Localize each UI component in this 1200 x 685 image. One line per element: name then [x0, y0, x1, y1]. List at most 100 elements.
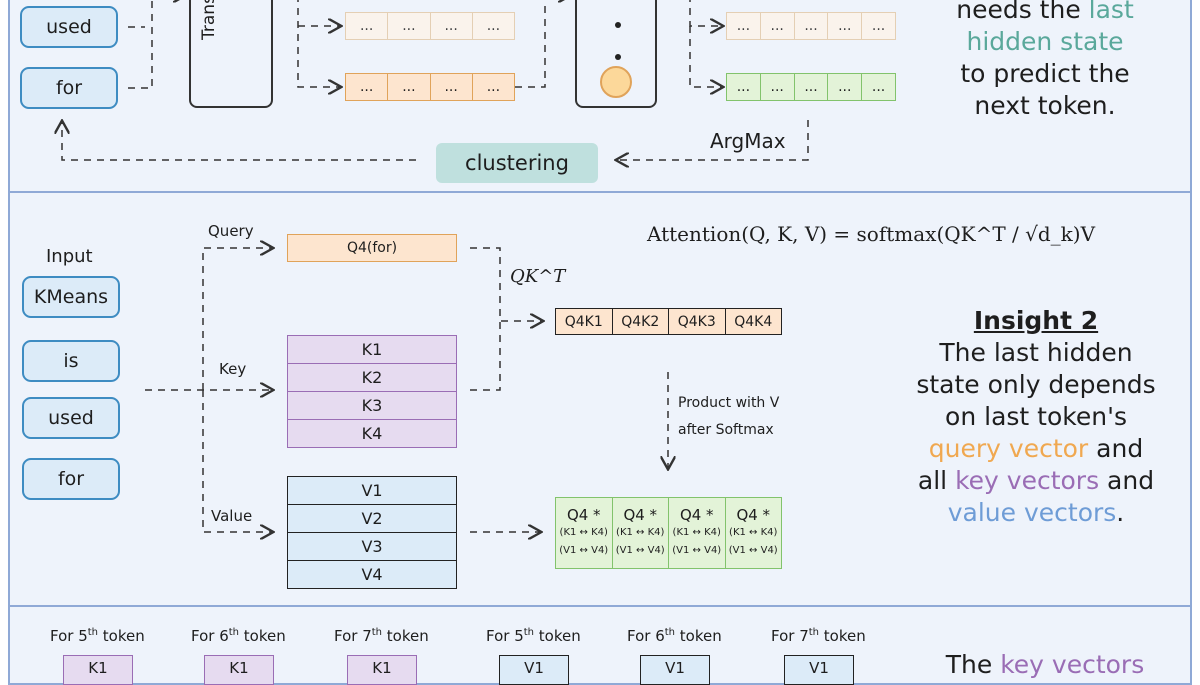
arrow-to-query [202, 248, 272, 390]
input-label: Input [46, 246, 93, 267]
arrow-argmax-to-clustering [617, 120, 809, 160]
cell: ... [486, 79, 501, 95]
result-cell-mid: (K1 ↔ K4) [672, 527, 721, 538]
token-header: For 5th token [50, 627, 145, 645]
key-cell: K4 [361, 424, 383, 443]
value-cell: V4 [361, 565, 383, 584]
header-pre: For 7 [334, 627, 372, 645]
cell: ... [431, 74, 473, 100]
qk-cell: Q4K1 [556, 309, 613, 334]
insight-line: state only depends [905, 369, 1167, 401]
cell: ... [431, 13, 473, 39]
token-label: for [57, 468, 85, 490]
token-for: for [22, 458, 120, 500]
result-cell: Q4 *(K1 ↔ K4)(V1 ↔ V4) [613, 498, 669, 568]
arrow-hidden-to-head [515, 0, 570, 88]
arrow-key-to-qk [470, 321, 501, 391]
insight-fragment: key vectors [955, 466, 1100, 495]
arrow-head-to-last [689, 26, 722, 87]
header-pre: For 6 [191, 627, 229, 645]
insight-line: needs the last [905, 0, 1185, 26]
key-stack: K1 K2 K3 K4 [287, 335, 457, 448]
arrow-query-to-qk [470, 247, 542, 321]
result-cell-bot: (V1 ↔ V4) [615, 545, 665, 556]
attention-formula: Attention(Q, K, V) = softmax(QK^T / √d_k… [647, 222, 1095, 246]
qkt-text: QK^T [510, 266, 566, 287]
logits-row-last: ... ... ... ... ... [726, 73, 896, 101]
dot-icon [615, 22, 621, 28]
cell: ... [346, 74, 389, 100]
insight-fragment: all [917, 466, 956, 495]
token-label: KMeans [33, 286, 109, 308]
dot-icon [615, 54, 621, 60]
qk-cell: Q4K2 [613, 309, 669, 334]
result-cell-top: Q4 * [736, 506, 771, 524]
lm-head-block [575, 0, 657, 108]
insight-line: value vectors. [905, 497, 1167, 529]
clustering-label: clustering [465, 151, 569, 175]
result-cells: Q4 *(K1 ↔ K4)(V1 ↔ V4)Q4 *(K1 ↔ K4)(V1 ↔… [556, 498, 781, 568]
insight-fragment: last [1088, 0, 1134, 24]
header-post: token [239, 627, 286, 645]
header-sup: th [808, 627, 820, 638]
insight-line: query vector and [905, 433, 1167, 465]
header-post: token [98, 627, 145, 645]
result-cell-top: Q4 * [566, 506, 601, 524]
insight-fragment: needs the [956, 0, 1089, 24]
token-used-top: used [20, 6, 118, 48]
cell: ... [727, 13, 761, 39]
token-header: For 6th token [191, 627, 286, 645]
insight-fragment: . [1116, 498, 1125, 527]
header-pre: For 5 [486, 627, 524, 645]
token-label: used [46, 16, 92, 38]
token-header: For 5th token [486, 627, 581, 645]
header-pre: For 5 [50, 627, 88, 645]
insight-fragment: on last token's [945, 402, 1127, 431]
token-header: For 7th token [771, 627, 866, 645]
cell: ... [346, 13, 389, 39]
header-sup: th [523, 627, 535, 638]
header-sup: th [371, 627, 383, 638]
query-label: Query [208, 222, 254, 240]
token-label: for [55, 77, 83, 99]
key-cell: K3 [288, 392, 456, 420]
arrow-for-to-transformer [128, 0, 185, 89]
cell: ... [761, 13, 795, 39]
token-used: used [22, 397, 120, 439]
insight-fragment: key vectors [1000, 650, 1145, 679]
cell: ... [795, 13, 829, 39]
qk-cell: Q4K3 [669, 309, 726, 334]
arrow-to-value [202, 390, 272, 532]
header-pre: For 6 [627, 627, 665, 645]
insight-line: on last token's [905, 401, 1167, 433]
insight-line: hidden state [905, 26, 1185, 58]
insight-2-lines: The last hidden state only depends on last… [905, 337, 1167, 529]
token-kmeans: KMeans [22, 276, 120, 318]
insight-line: next token. [905, 90, 1185, 122]
key-cell: K2 [288, 364, 456, 392]
result-cell-bot: (V1 ↔ V4) [728, 545, 778, 556]
insight-fragment: state only depends [916, 370, 1156, 399]
cell: ... [727, 74, 761, 100]
hidden-row-faded: ... ... ... ... [345, 12, 515, 40]
token-header: For 7th token [334, 627, 429, 645]
result-cell-bot: (V1 ↔ V4) [559, 545, 609, 556]
arrow-transformer-to-last [297, 0, 340, 87]
result-cell-mid: (K1 ↔ K4) [559, 527, 608, 538]
header-sup: th [87, 627, 99, 638]
header-pre: For 7 [771, 627, 809, 645]
insight-3-text: The key vectors [905, 649, 1185, 681]
hidden-row-last: ... ... ... ... [345, 73, 515, 101]
value-cell: V2 [288, 505, 456, 533]
result-cell-top: Q4 * [679, 506, 714, 524]
insight-fragment: The last hidden [939, 338, 1133, 367]
insight-fragment: next token. [974, 91, 1116, 120]
logits-row-faded: ... ... ... ... ... [726, 12, 896, 40]
header-post: token [675, 627, 722, 645]
header-post: token [534, 627, 581, 645]
insight-2-title: Insight 2 [973, 306, 1099, 335]
product-label-2: after Softmax [678, 422, 774, 438]
cell: ... [795, 74, 829, 100]
query-box: Q4(for) [287, 234, 457, 262]
